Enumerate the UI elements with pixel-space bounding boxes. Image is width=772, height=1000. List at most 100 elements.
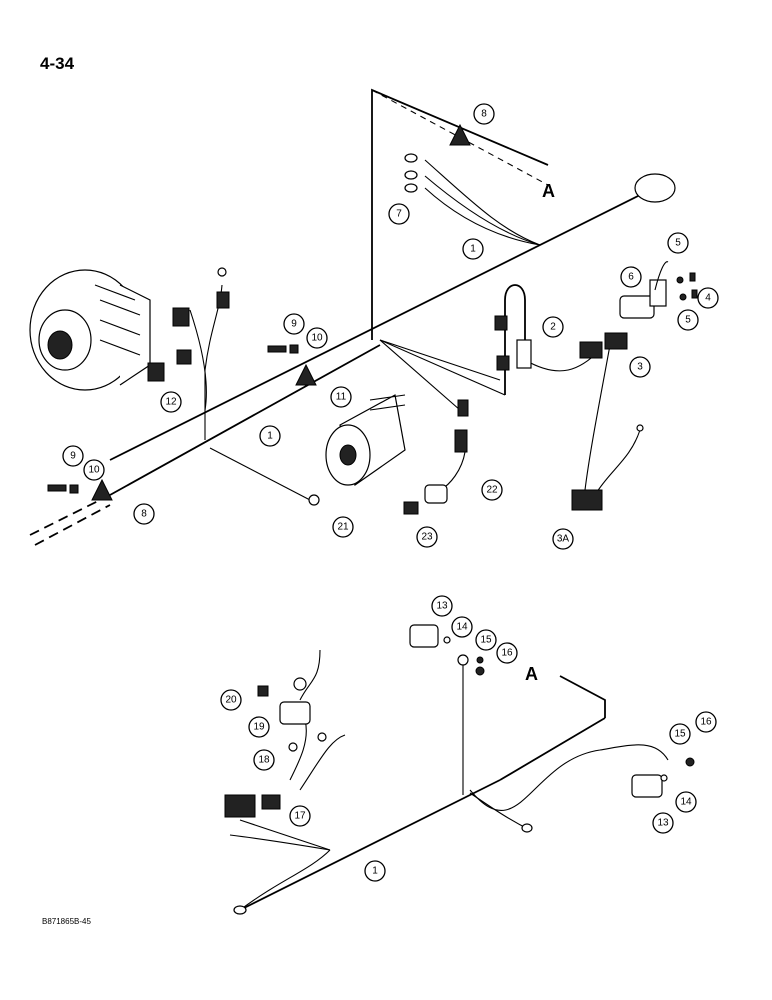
svg-text:20: 20: [225, 695, 237, 706]
starter-motor-icon: [325, 394, 406, 486]
switch-6-icon: [619, 261, 669, 319]
connector-22-icon: [454, 429, 468, 453]
ring-terminal-icon: [457, 654, 469, 666]
callout: 4: [697, 287, 719, 309]
sensor-19-icon: [279, 701, 311, 725]
sensor-2-icon: [516, 339, 532, 369]
callout: 21: [332, 516, 354, 538]
screw-icon: [691, 289, 698, 299]
connector-17-icon: [224, 794, 256, 818]
callout: 23: [416, 526, 438, 548]
svg-text:19: 19: [253, 722, 265, 733]
sensor-22-icon: [424, 484, 448, 504]
sensor-13-icon: [409, 624, 439, 648]
svg-text:14: 14: [456, 622, 468, 633]
callout: 14: [675, 791, 697, 813]
terminal-icon: [636, 424, 644, 432]
bolt-9-lower-icon: [47, 484, 67, 492]
callout: 19: [248, 716, 270, 738]
svg-text:2: 2: [550, 322, 556, 333]
sensor-13-lower-icon: [631, 774, 663, 798]
screw-icon: [676, 276, 684, 284]
connector-3-mate-icon: [604, 332, 628, 350]
callout: 12: [160, 391, 182, 413]
screw-icon: [689, 272, 696, 282]
svg-text:1: 1: [372, 866, 378, 877]
washer-10-lower-icon: [69, 484, 79, 494]
callout: 2: [542, 316, 564, 338]
svg-text:15: 15: [674, 729, 686, 740]
upper-harness: [29, 88, 698, 546]
svg-text:22: 22: [486, 485, 498, 496]
svg-text:10: 10: [88, 465, 100, 476]
svg-text:1: 1: [470, 244, 476, 255]
clip-8-icon: [449, 123, 471, 146]
callout: 8: [473, 103, 495, 125]
svg-text:4: 4: [705, 293, 711, 304]
svg-text:3A: 3A: [557, 534, 570, 545]
callout: 13: [652, 812, 674, 834]
nut-16-icon: [475, 666, 485, 676]
callout: 6: [620, 266, 642, 288]
callout: 20: [220, 689, 242, 711]
ring-terminal-21-icon: [308, 494, 320, 506]
connector-icon: [176, 349, 192, 365]
callout: 16: [695, 711, 717, 733]
callout: 3: [629, 356, 651, 378]
callout: 10: [306, 327, 328, 349]
ring-terminal-icon: [404, 170, 418, 180]
screw-icon: [679, 293, 687, 301]
svg-text:11: 11: [336, 392, 347, 403]
callout: 1: [259, 425, 281, 447]
grommet-icon: [634, 173, 676, 203]
terminal-icon: [317, 732, 327, 742]
figure-code: B871865B-45: [42, 917, 91, 926]
connector-12-icon: [147, 362, 165, 382]
callout: 9: [283, 313, 305, 335]
fitting-23-icon: [403, 501, 419, 515]
callout: 1: [364, 860, 386, 882]
page-number: 4-34: [40, 54, 75, 73]
terminal-icon: [521, 823, 533, 833]
svg-text:6: 6: [628, 272, 634, 283]
fitting-20-icon: [257, 685, 269, 697]
washer-14-icon: [443, 636, 451, 644]
svg-text:5: 5: [685, 315, 691, 326]
washer-10-icon: [289, 344, 299, 354]
washer-14-lower-icon: [660, 774, 668, 782]
connector-17-mate-icon: [261, 794, 281, 810]
svg-text:7: 7: [396, 209, 402, 220]
connector-3-icon: [579, 341, 603, 359]
callout: 13: [431, 595, 453, 617]
clip-11-icon: [295, 363, 317, 386]
ring-terminal-icon: [293, 677, 307, 691]
bolt-9-icon: [267, 345, 287, 353]
ring-terminal-icon: [404, 153, 418, 163]
svg-text:10: 10: [311, 333, 323, 344]
connector-icon: [496, 355, 510, 371]
reference-a-lower: A: [525, 664, 538, 684]
callout: 15: [669, 723, 691, 745]
plug-icon: [172, 307, 190, 327]
callout: 11: [330, 386, 352, 408]
svg-text:23: 23: [421, 532, 433, 543]
connector-3a-icon: [571, 489, 603, 511]
svg-text:17: 17: [294, 811, 306, 822]
lower-harness: [224, 624, 695, 915]
reference-a-upper: A: [542, 181, 555, 201]
callout: 10: [83, 459, 105, 481]
ring-terminal-icon: [217, 267, 227, 277]
callout: 14: [451, 616, 473, 638]
svg-text:13: 13: [436, 601, 448, 612]
callout: 1: [462, 238, 484, 260]
nut-16-lower-icon: [685, 757, 695, 767]
callout: 15: [475, 629, 497, 651]
svg-text:9: 9: [291, 319, 297, 330]
svg-text:9: 9: [70, 451, 76, 462]
washer-15-icon: [476, 656, 484, 664]
callout: 18: [253, 749, 275, 771]
svg-text:12: 12: [165, 397, 177, 408]
boot-icon: [216, 291, 230, 309]
clip-8-lower-icon: [91, 478, 113, 501]
